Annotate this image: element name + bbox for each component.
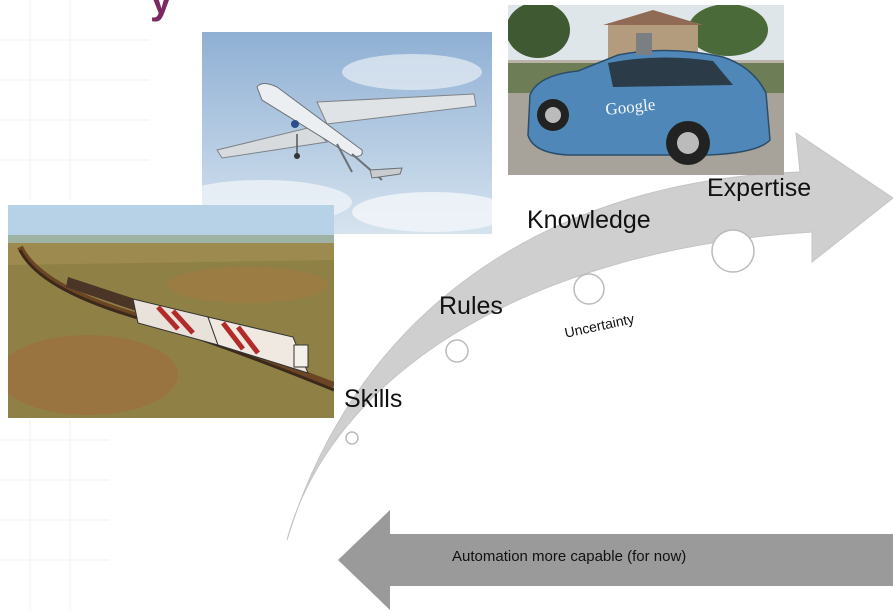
drone-icon [216,83,477,181]
drone-photo [202,32,492,234]
stage-marker-rules [445,339,469,363]
slide-title: y [150,0,173,22]
autonomous-train-photo [8,205,334,418]
stage-marker-expertise [711,229,755,273]
stage-label-skills: Skills [344,385,403,413]
stage-marker-knowledge [573,273,605,305]
stage-label-expertise: Expertise [707,174,812,202]
stage-marker-skills [345,431,359,445]
bottom-arrow-label: Automation more capable (for now) [452,548,687,565]
car-icon [527,33,771,165]
self-driving-car-photo: Google [508,5,784,175]
stage-label-knowledge: Knowledge [527,206,651,234]
train-icon [66,277,309,374]
stage-label-rules: Rules [439,292,503,320]
